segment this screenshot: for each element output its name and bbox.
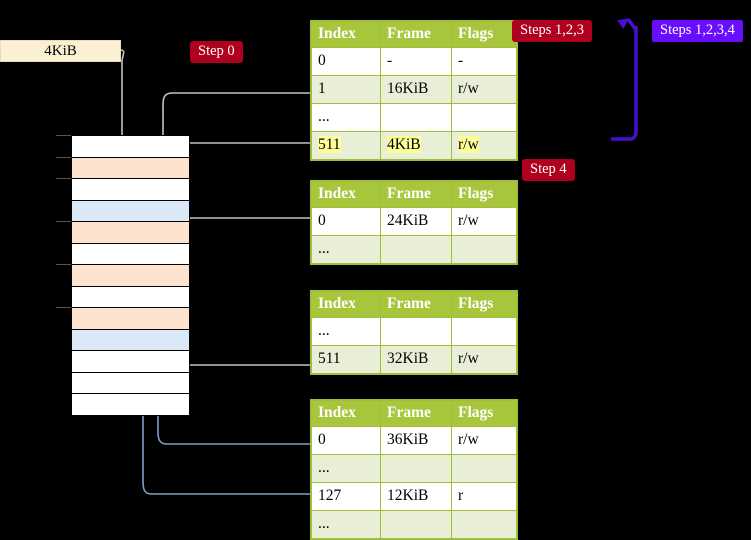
table-cell: 0: [311, 425, 381, 455]
table-cell: [451, 234, 517, 264]
table-cell: [451, 509, 517, 539]
column-header-frame: Frame: [380, 291, 452, 318]
column-header-flags: Flags: [451, 400, 517, 427]
table-row[interactable]: ...: [311, 509, 517, 539]
table-row[interactable]: 0--: [311, 46, 517, 76]
table-cell: 511: [311, 130, 381, 160]
wire-pt3-row511-to-memory: [170, 304, 310, 366]
memory-frame-row: [71, 328, 190, 351]
memory-tick-mark: [56, 264, 71, 265]
frame-size-label: 4KiB: [0, 40, 121, 62]
wire-4kib-to-frame: [119, 49, 129, 154]
table-row[interactable]: ...: [311, 102, 517, 132]
memory-tick-mark: [56, 178, 71, 179]
table-cell: r/w: [451, 206, 517, 236]
memory-tick-mark: [56, 135, 71, 136]
table-row[interactable]: ...: [311, 316, 517, 346]
wire-pt4-row0-to-memory: [151, 329, 310, 445]
column-header-index: Index: [311, 291, 381, 318]
table-cell: [380, 453, 452, 483]
memory-frame-row: [71, 350, 190, 373]
table-cell: [451, 453, 517, 483]
table-cell: [380, 316, 452, 346]
table-cell: r/w: [451, 130, 517, 160]
memory-frame-row: [71, 199, 190, 222]
table-cell: [451, 316, 517, 346]
table-cell: ...: [311, 316, 381, 346]
memory-tick-mark: [56, 307, 71, 308]
table-row[interactable]: ...: [311, 453, 517, 483]
memory-frame-row: [71, 242, 190, 265]
table-cell: -: [380, 46, 452, 76]
table-cell: 12KiB: [380, 481, 452, 511]
table-row[interactable]: ...: [311, 234, 517, 264]
column-header-frame: Frame: [380, 21, 452, 48]
table-cell: 16KiB: [380, 74, 452, 104]
table-cell: 24KiB: [380, 206, 452, 236]
table-cell: [451, 102, 517, 132]
memory-frame-row: [71, 371, 190, 394]
wire-steps-bracket: [611, 18, 638, 141]
table-cell: 1: [311, 74, 381, 104]
memory-frame-row: [71, 393, 190, 416]
column-header-index: Index: [311, 400, 381, 427]
memory-frame-row: [71, 156, 190, 179]
badge-steps-123: Steps 1,2,3: [512, 20, 593, 42]
table-cell: [380, 102, 452, 132]
table-cell: -: [451, 46, 517, 76]
table-cell: ...: [311, 234, 381, 264]
table-cell: 511: [311, 344, 381, 374]
wire-pt4-row127-to-memory: [136, 214, 310, 495]
table-cell: r/w: [451, 425, 517, 455]
memory-tick-mark: [56, 221, 71, 222]
memory-frame-row: [71, 307, 190, 330]
table-cell: 0: [311, 206, 381, 236]
table-cell: ...: [311, 453, 381, 483]
table-cell: 127: [311, 481, 381, 511]
table-cell: ...: [311, 102, 381, 132]
memory-frame-row: [71, 264, 190, 287]
wire-pt1-row1-to-memory: [162, 92, 310, 238]
column-header-frame: Frame: [380, 400, 452, 427]
badge-steps-1234: Steps 1,2,3,4: [652, 20, 743, 42]
memory-frame-row: [71, 221, 190, 244]
table-cell: r/w: [451, 344, 517, 374]
column-header-flags: Flags: [451, 291, 517, 318]
column-header-index: Index: [311, 21, 381, 48]
table-cell: [380, 509, 452, 539]
column-header-frame: Frame: [380, 181, 452, 208]
column-header-index: Index: [311, 181, 381, 208]
column-header-flags: Flags: [451, 21, 517, 48]
table-cell: ...: [311, 509, 381, 539]
table-cell: r/w: [451, 74, 517, 104]
memory-frame-row: [71, 285, 190, 308]
table-cell: 4KiB: [380, 130, 452, 160]
table-cell: 36KiB: [380, 425, 452, 455]
table-cell: [380, 234, 452, 264]
badge-step-0: Step 0: [190, 41, 243, 63]
table-cell: r: [451, 481, 517, 511]
table-cell: 0: [311, 46, 381, 76]
memory-frame-row: [71, 178, 190, 201]
memory-tick-mark: [56, 156, 71, 158]
wire-pt2-row0-to-memory: [173, 217, 310, 259]
badge-step-4: Step 4: [522, 159, 575, 181]
column-header-flags: Flags: [451, 181, 517, 208]
memory-frame-row: [71, 135, 190, 158]
table-cell: 32KiB: [380, 344, 452, 374]
